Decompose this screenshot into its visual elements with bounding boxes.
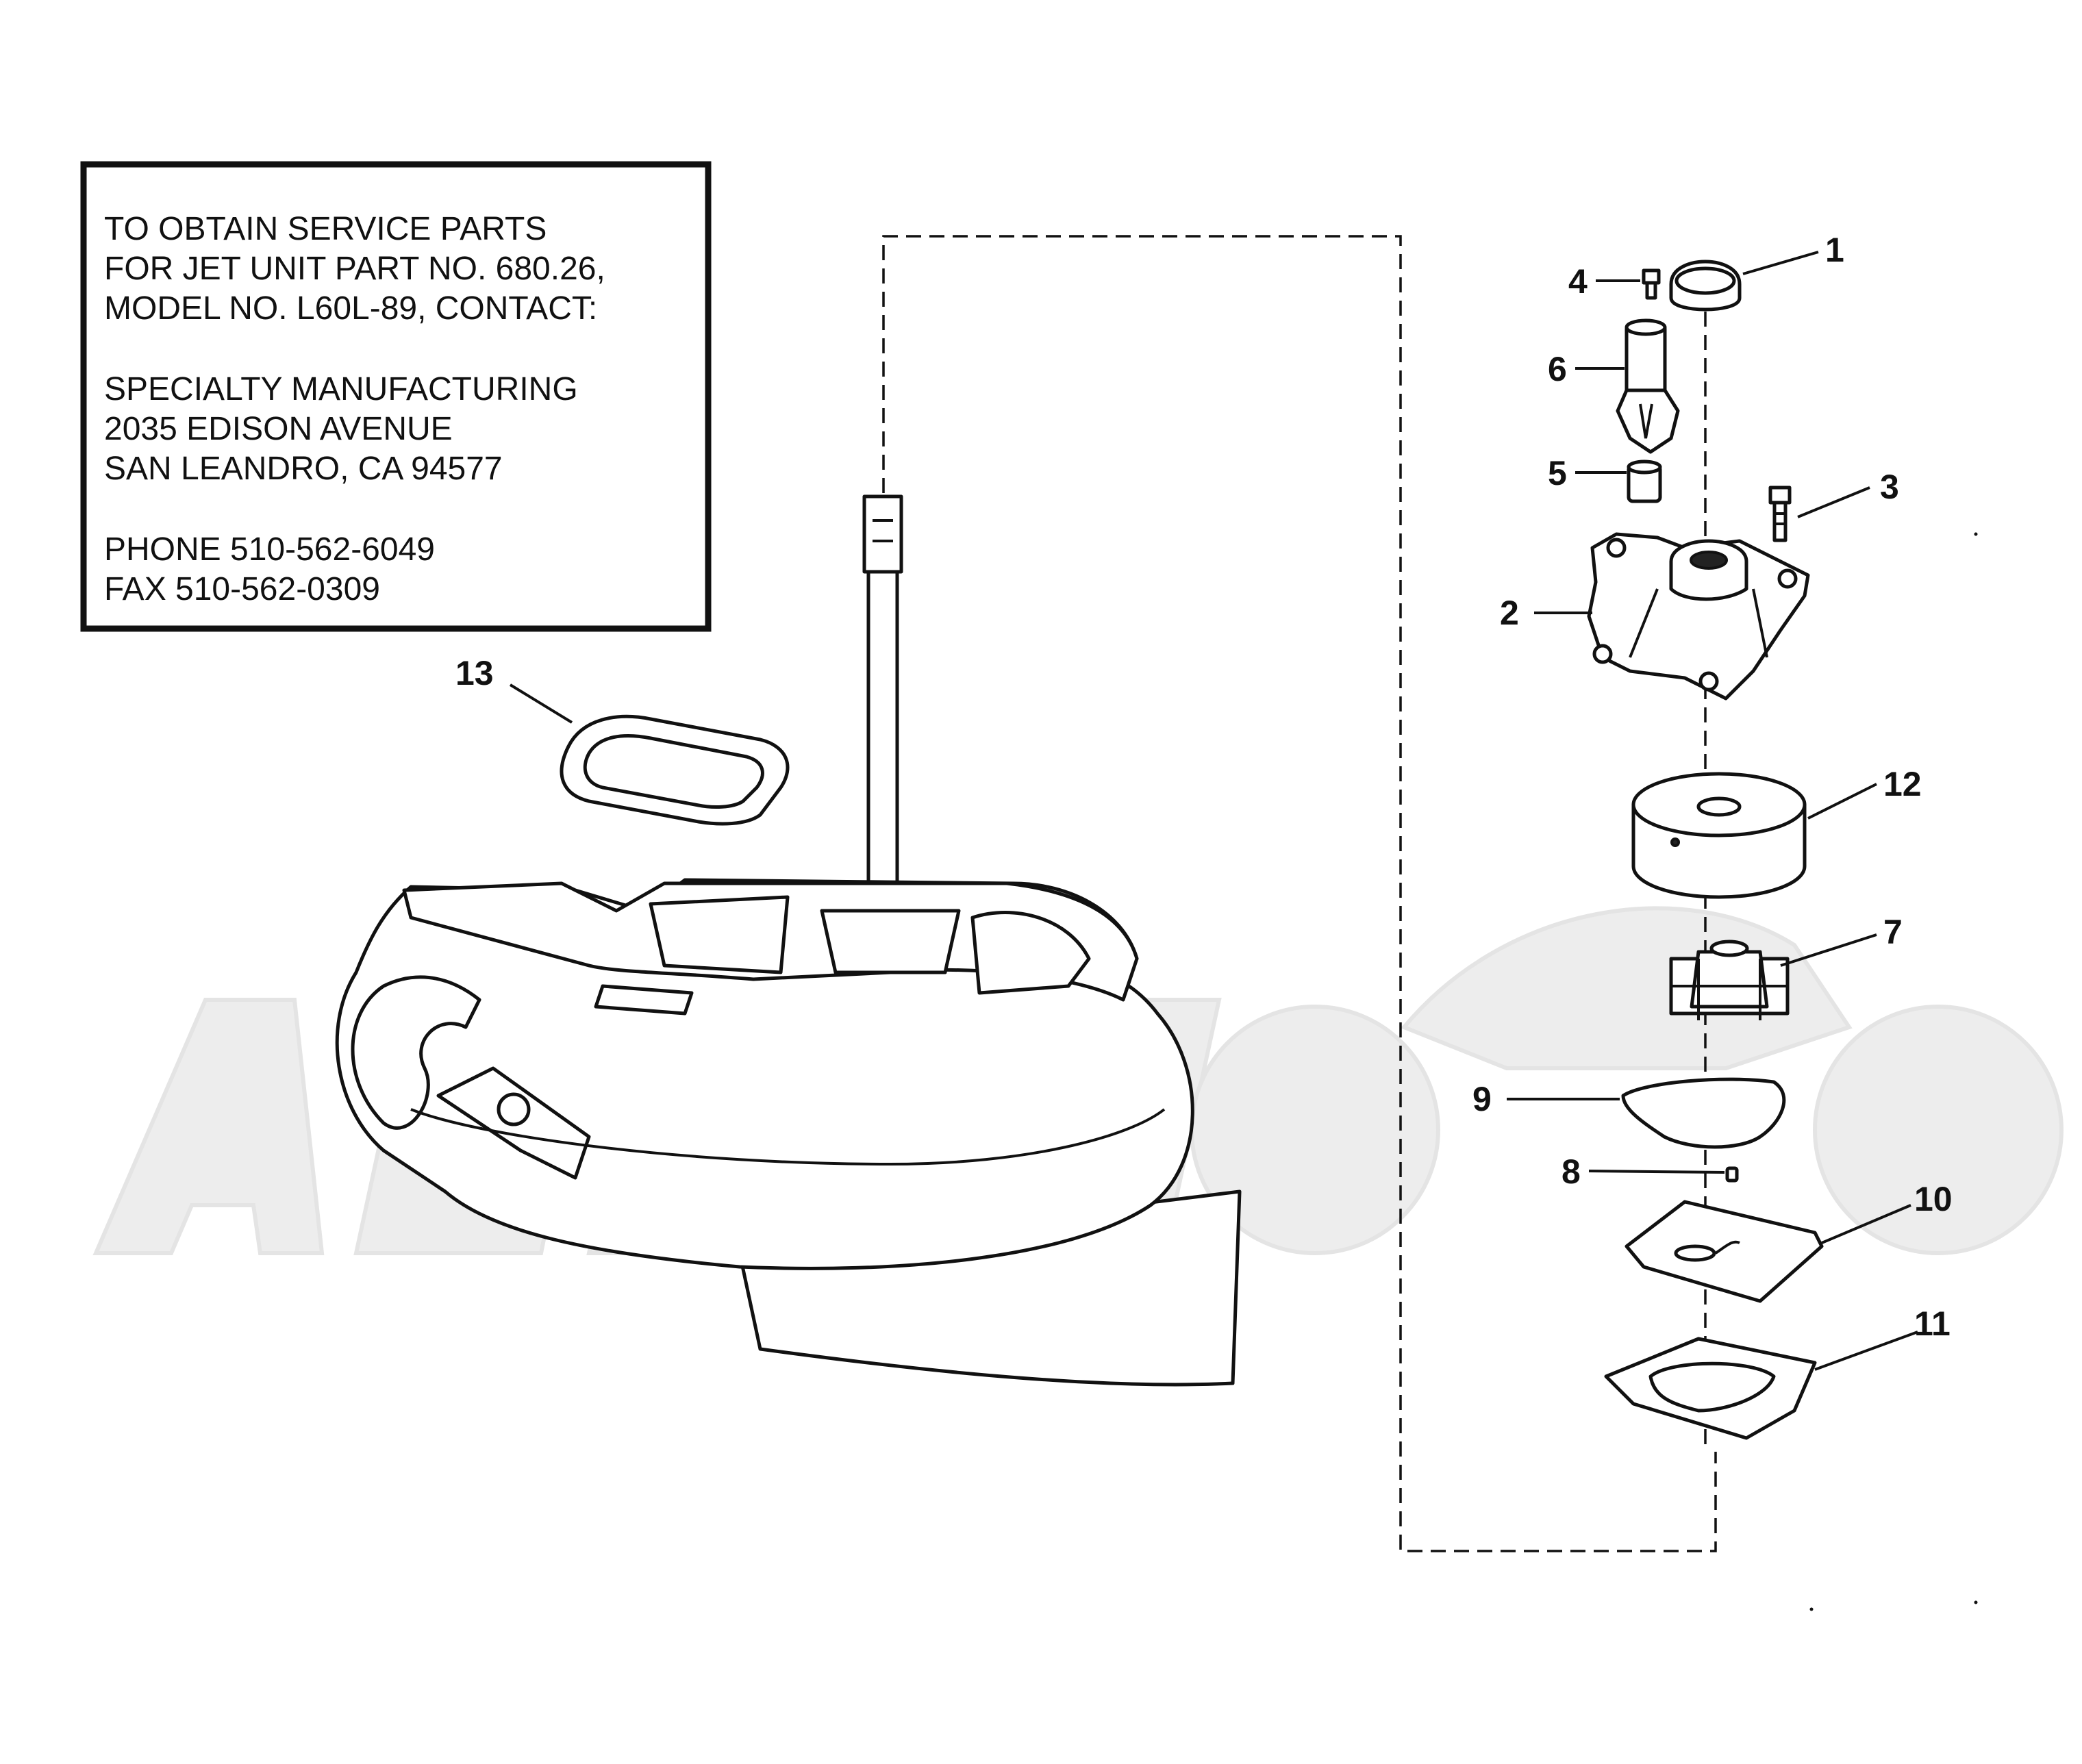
callout-12: 12 bbox=[1883, 765, 1922, 803]
notice-line-6: SAN LEANDRO, CA 94577 bbox=[104, 451, 503, 487]
notice-line-2: FOR JET UNIT PART NO. 680.26, bbox=[104, 251, 605, 287]
part-8-pin bbox=[1725, 1166, 1739, 1183]
notice-line-1: TO OBTAIN SERVICE PARTS bbox=[104, 211, 547, 247]
jet-housing bbox=[335, 878, 1242, 1387]
speck bbox=[1974, 532, 1978, 536]
part-1-cap bbox=[1669, 260, 1742, 312]
callout-2: 2 bbox=[1500, 594, 1519, 632]
notice-line-8: FAX 510-562-0309 bbox=[104, 571, 380, 607]
part-10-plate bbox=[1625, 1200, 1824, 1303]
notice-line-5: 2035 EDISON AVENUE bbox=[104, 411, 453, 447]
notice-line-3: MODEL NO. L60L-89, CONTACT: bbox=[104, 290, 597, 327]
callout-3: 3 bbox=[1880, 468, 1899, 506]
callout-5: 5 bbox=[1548, 454, 1567, 492]
part-9-gasket bbox=[1621, 1077, 1786, 1149]
callout-1: 1 bbox=[1825, 231, 1844, 269]
callout-labels: 1 4 6 5 3 2 12 7 9 8 10 11 13 bbox=[455, 231, 1953, 1343]
assembly-dashed-path bbox=[882, 235, 1717, 1552]
callout-9: 9 bbox=[1472, 1080, 1492, 1118]
part-7-impeller bbox=[1669, 940, 1790, 1020]
callout-11: 11 bbox=[1914, 1305, 1951, 1343]
part-13-seal bbox=[560, 714, 790, 826]
part-3-bolt bbox=[1768, 486, 1792, 542]
part-2-pump-housing bbox=[1587, 532, 1810, 701]
leader-lines bbox=[509, 251, 1918, 1371]
service-notice-box: TO OBTAIN SERVICE PARTS FOR JET UNIT PAR… bbox=[80, 161, 712, 632]
speck bbox=[1809, 1607, 1814, 1611]
part-6-liner bbox=[1616, 318, 1680, 454]
part-12-impeller-cup bbox=[1631, 772, 1807, 899]
part-5-bushing bbox=[1627, 459, 1662, 503]
part-4-screw bbox=[1642, 268, 1661, 300]
notice-line-7: PHONE 510-562-6049 bbox=[104, 531, 435, 568]
callout-4: 4 bbox=[1568, 262, 1588, 301]
part-11-gasket bbox=[1604, 1337, 1817, 1440]
callout-10: 10 bbox=[1914, 1180, 1953, 1218]
speck bbox=[1974, 1600, 1978, 1604]
callout-7: 7 bbox=[1883, 913, 1903, 951]
callout-13: 13 bbox=[455, 654, 494, 692]
callout-8: 8 bbox=[1562, 1152, 1581, 1191]
callout-6: 6 bbox=[1548, 350, 1567, 388]
notice-line-4: SPECIALTY MANUFACTURING bbox=[104, 371, 578, 407]
